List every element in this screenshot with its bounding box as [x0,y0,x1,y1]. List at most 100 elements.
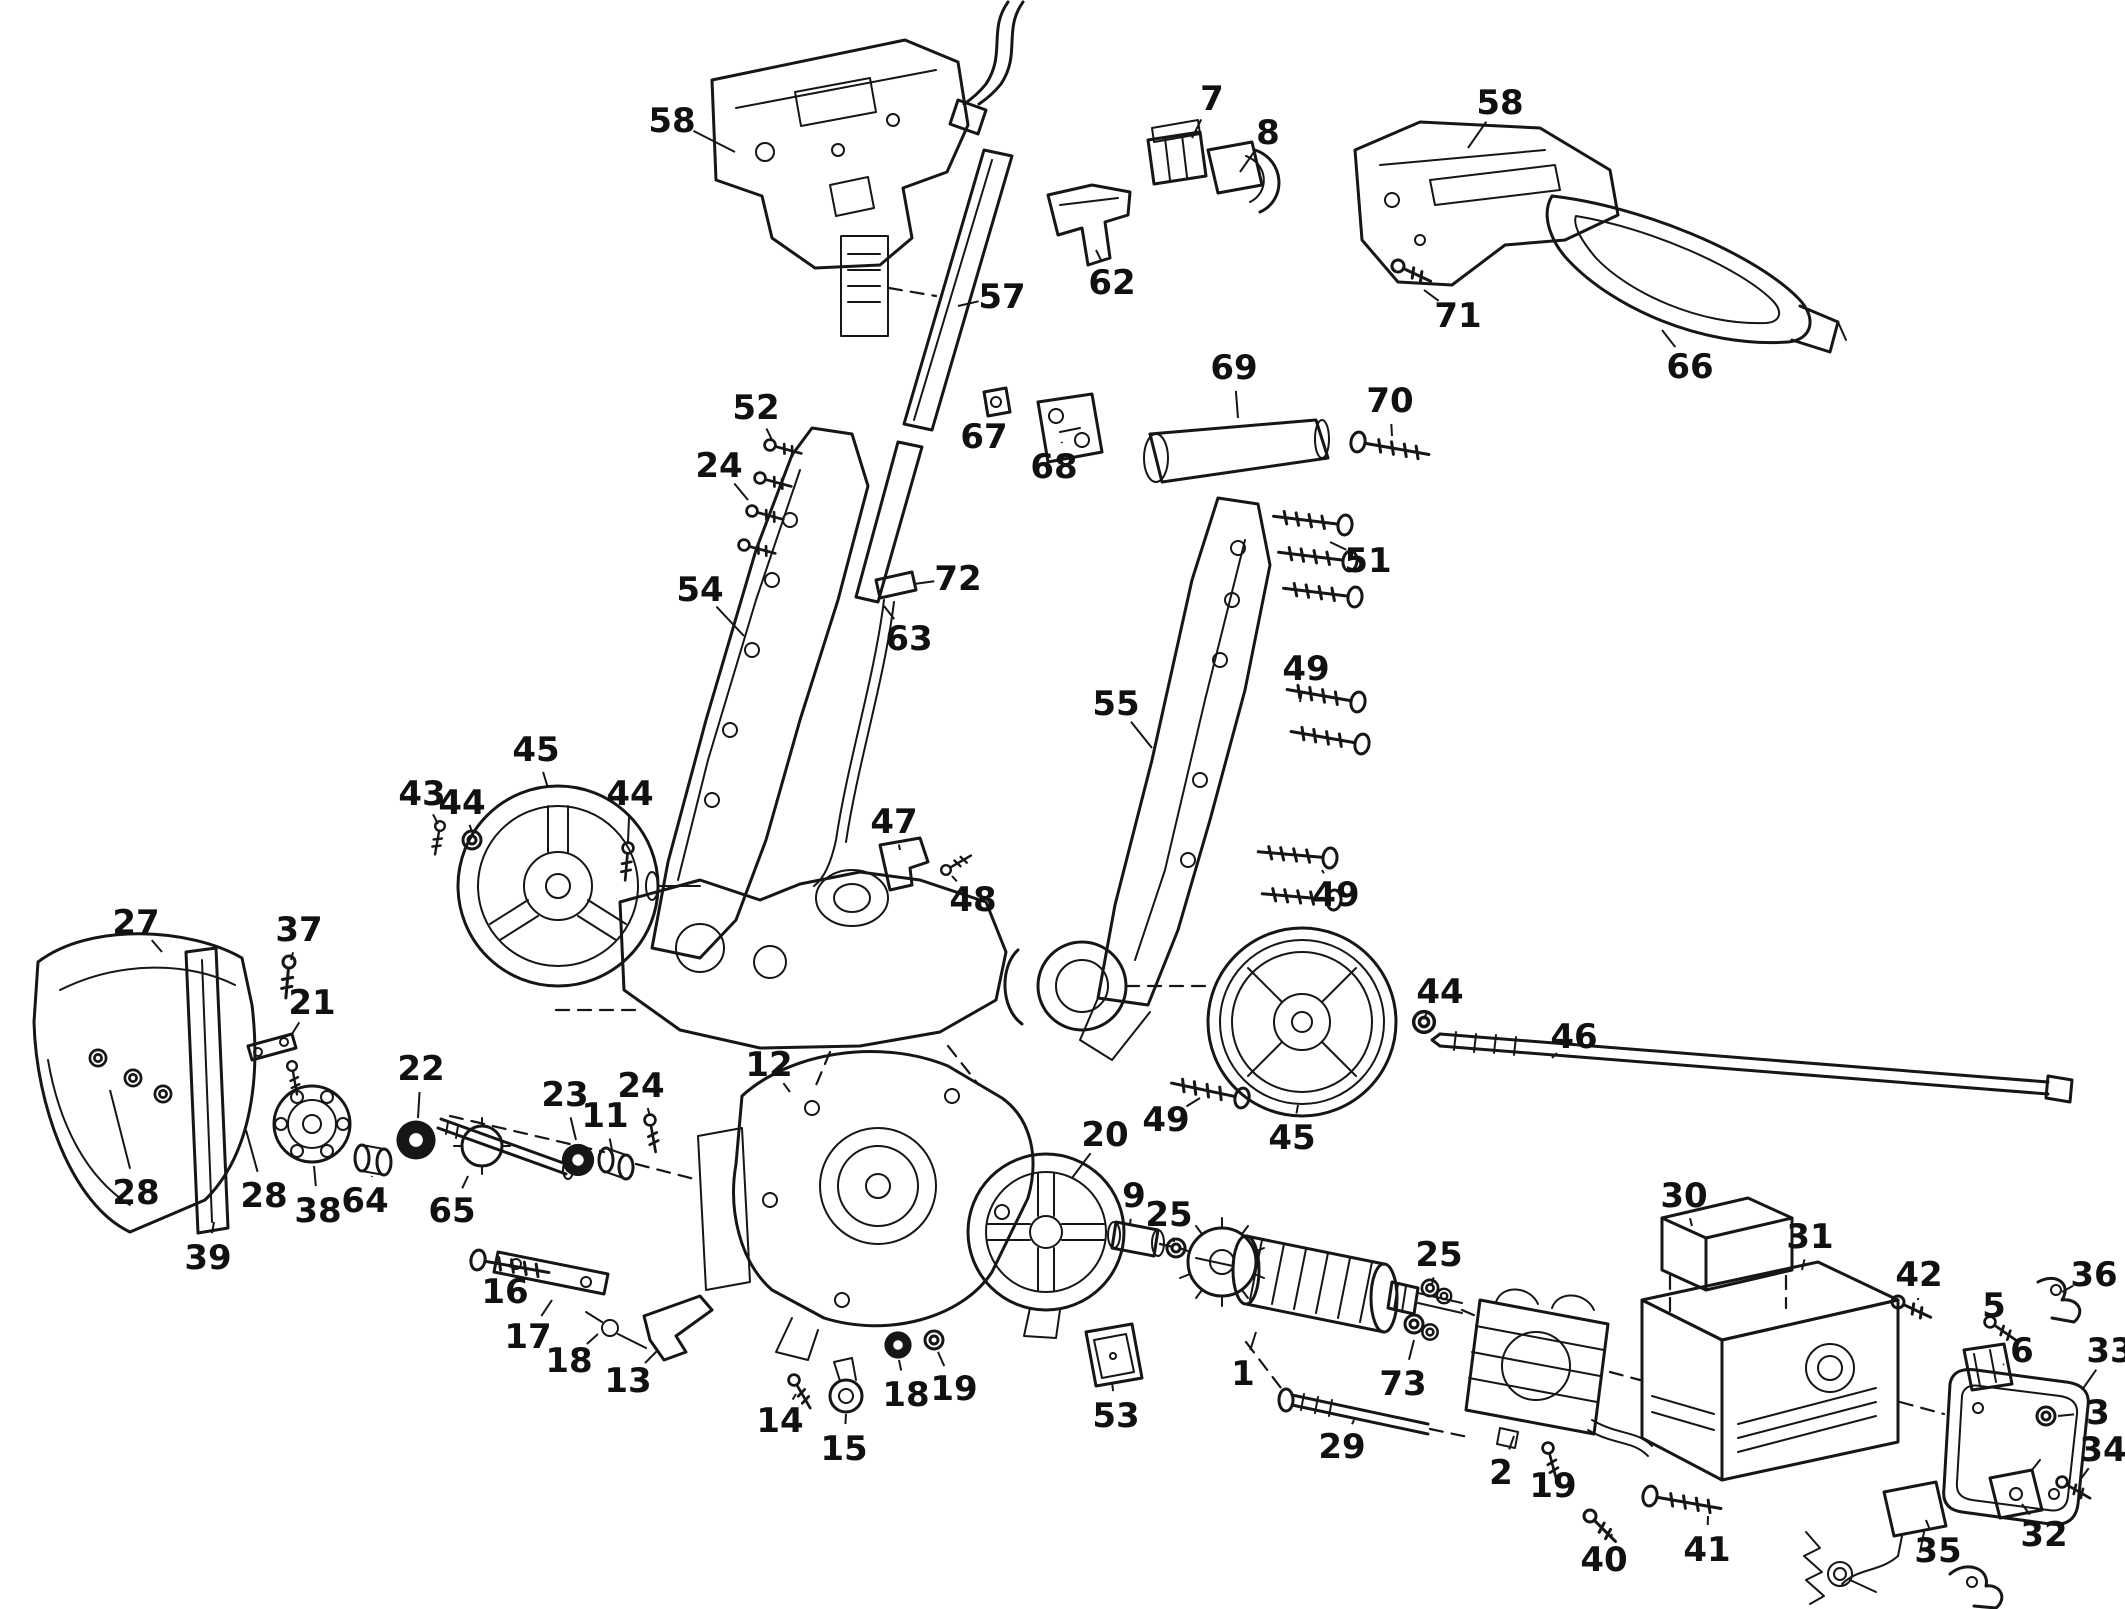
part-number-label: 55 [1092,684,1139,724]
leader-line [627,816,631,843]
upper-tube-57 [902,148,1014,432]
leader-line [608,1138,613,1151]
leader-line [1329,541,1347,551]
part-number-label: 35 [1914,1531,1961,1571]
part-number-label: 51 [1344,541,1391,581]
part-number-label: 11 [581,1096,628,1136]
leader-line [2061,1284,2074,1293]
leader-line [540,1299,553,1317]
cord-clamp-7 [1146,119,1208,186]
leader-line [2002,1363,2005,1366]
leader-line [1129,1218,1132,1225]
leader-line [291,1021,301,1035]
leader-line [211,1221,215,1234]
part-number-label: 69 [1210,348,1257,388]
part-number-label: 39 [184,1238,231,1278]
leader-line [782,1082,791,1093]
grommet-18 [883,1330,913,1360]
screw-24-lower [642,1112,663,1155]
leader-line [313,1165,317,1187]
part-number-label: 12 [745,1045,792,1085]
part-number-label: 38 [294,1191,341,1231]
left-upright-54 [650,426,870,960]
part-number-label: 63 [885,619,932,659]
part-number-label: 53 [1092,1396,1139,1436]
shield-plate-39 [184,946,230,1235]
part-number-label: 2 [1489,1453,1513,1493]
part-number-label: 19 [1529,1466,1576,1506]
leader-line [468,824,473,833]
part-number-label: 24 [617,1066,664,1106]
leader-line [1508,1435,1515,1450]
leader-line [1249,1331,1257,1351]
handle-housing-right [1353,120,1620,289]
part-number-label: 18 [882,1375,929,1415]
part-number-label: 5 [1982,1286,2006,1326]
leader-line [1191,119,1203,139]
leader-line [646,1107,651,1117]
leader-line [1095,249,1103,261]
deck-casting [618,869,1128,1050]
leader-line [2081,1369,2098,1391]
leader-line [109,1089,132,1169]
leader-line [1467,121,1488,149]
nut-19 [923,1329,945,1351]
part-number-label: 46 [1550,1017,1597,1057]
part-number-label: 52 [732,388,779,428]
leader-line [432,813,439,825]
part-number-label: 20 [1081,1115,1128,1155]
leader-line [791,1393,797,1401]
part-number-label: 16 [481,1272,528,1312]
leader-line [1390,423,1393,437]
leader-line [2057,1413,2075,1417]
lever-13 [642,1294,714,1362]
bracket-21 [246,1032,303,1097]
bracket-32 [1988,1459,2044,1520]
handle-lever-66 [1545,194,1847,354]
part-number-label: 37 [275,910,322,950]
part-number-label: 41 [1683,1530,1730,1570]
part-number-label: 25 [1415,1235,1462,1275]
clamp-67 [982,386,1012,418]
part-number-label: 67 [960,417,1007,457]
screw-34 [2053,1473,2095,1505]
leader-line [951,875,958,882]
leader-line [1610,1533,1613,1537]
part-number-label: 47 [870,802,917,842]
shaft-65 [436,1117,574,1180]
leader-line [644,1349,659,1364]
leader-line [245,1129,259,1173]
part-number-label: 34 [2079,1430,2125,1470]
end-cap-33 [1942,1368,2090,1526]
part-number-label: 42 [1895,1255,1942,1295]
part-number-label: 17 [504,1317,551,1357]
part-number-label: 64 [341,1181,388,1221]
bracket-17 [492,1250,610,1296]
leader-line [461,1175,469,1189]
part-number-label: 48 [949,880,996,920]
lower-tube-63 [813,440,924,887]
leader-line [1321,869,1325,874]
part-number-label: 8 [1256,113,1280,153]
leader-line [1172,1237,1175,1243]
washer-3 [2035,1405,2057,1427]
part-number-label: 3 [2086,1393,2110,1433]
leader-line [692,129,736,153]
part-number-label: 6 [2010,1331,2034,1371]
power-cord [948,0,1025,136]
leader-line [898,1359,903,1371]
cordset-35 [1841,1480,1948,1585]
part-number-label: 43 [398,774,445,814]
leader-line [1431,1277,1435,1285]
part-number-label: 54 [676,570,723,610]
leader-line [1801,1259,1806,1271]
part-number-label: 45 [1268,1118,1315,1158]
part-number-label: 44 [1416,972,1463,1012]
leader-line [937,1351,946,1367]
leader-line [844,1413,847,1425]
leader-line [542,771,549,789]
part-number-label: 66 [1666,347,1713,387]
part-number-label: 68 [1030,447,1077,487]
part-number-label: 72 [934,559,981,599]
